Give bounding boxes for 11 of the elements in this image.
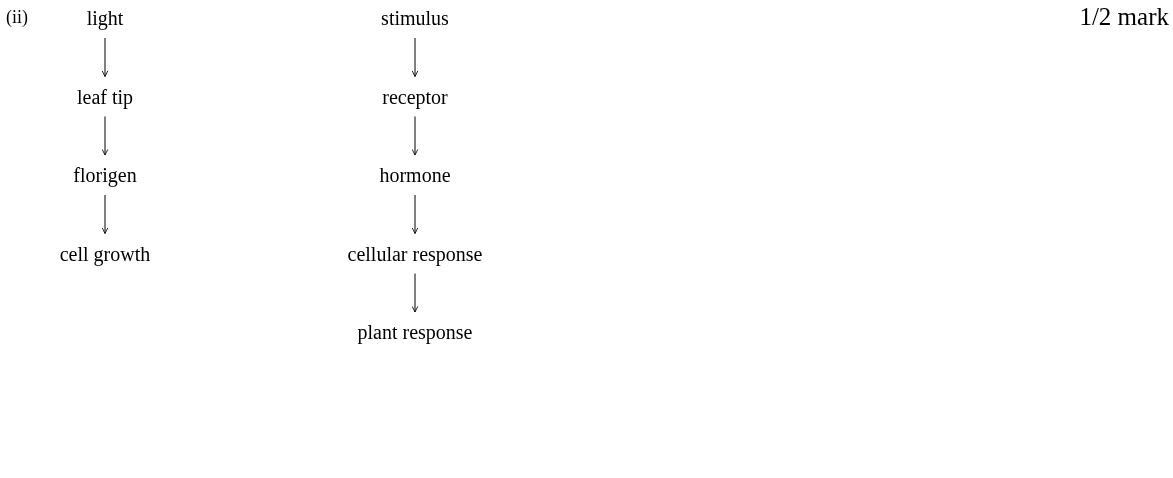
step-label: leaf tip [76, 85, 134, 108]
step-label: plant response [357, 321, 473, 343]
step-label: hormone [379, 164, 451, 186]
part-number: (ii) [6, 8, 28, 26]
step-label: stimulus [381, 7, 449, 29]
mark-note: 1/2 mark [1079, 4, 1169, 29]
step-label: cellular response [347, 242, 483, 265]
step-label: florigen [73, 164, 137, 186]
step-label: receptor [382, 85, 448, 108]
step-label: cell growth [59, 242, 151, 265]
step-label: light [86, 7, 124, 29]
